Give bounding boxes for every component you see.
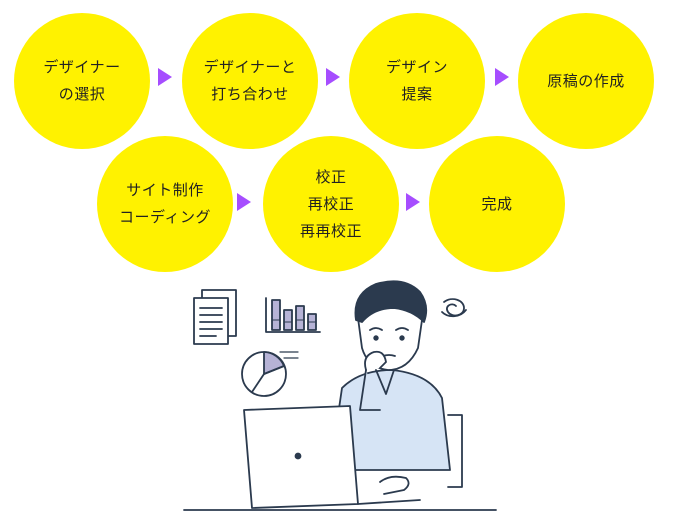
document-icon [193,289,237,345]
bar-chart-icon [265,297,321,333]
step-label: の選択 [58,85,106,103]
step-label: デザイン [385,58,448,76]
thinking-man-illustration [183,280,497,511]
flow-arrow-icon [158,68,172,86]
step-label: コーディング [119,208,211,226]
step-label: 打ち合わせ [211,85,289,103]
step-label: サイト制作 [126,181,204,199]
step-site-coding: サイト制作 コーディング [97,136,233,272]
step-designer-meeting: デザイナーと 打ち合わせ [182,13,318,149]
flow-arrow-icon [406,193,420,211]
step-proofreading: 校正 再校正 再再校正 [263,136,399,272]
pie-chart-icon [241,351,299,397]
flow-arrow-icon [237,193,251,211]
step-draft-creation: 原稿の作成 [518,13,654,149]
step-label: 再校正 [307,194,355,213]
step-completion: 完成 [429,136,565,272]
flow-arrow-icon [326,68,340,86]
step-label: デザイナー [43,58,121,76]
step-design-proposal: デザイン 提案 [349,13,485,149]
step-designer-selection: デザイナー の選択 [14,13,150,149]
flow-arrow-icon [495,68,509,86]
swirl-icon [441,298,467,318]
step-label: 校正 [315,167,347,186]
step-label: 提案 [401,85,433,103]
step-label: 完成 [481,194,513,213]
step-label: デザイナーと [203,58,297,76]
step-label: 再再校正 [299,221,362,240]
step-label: 原稿の作成 [547,71,625,90]
